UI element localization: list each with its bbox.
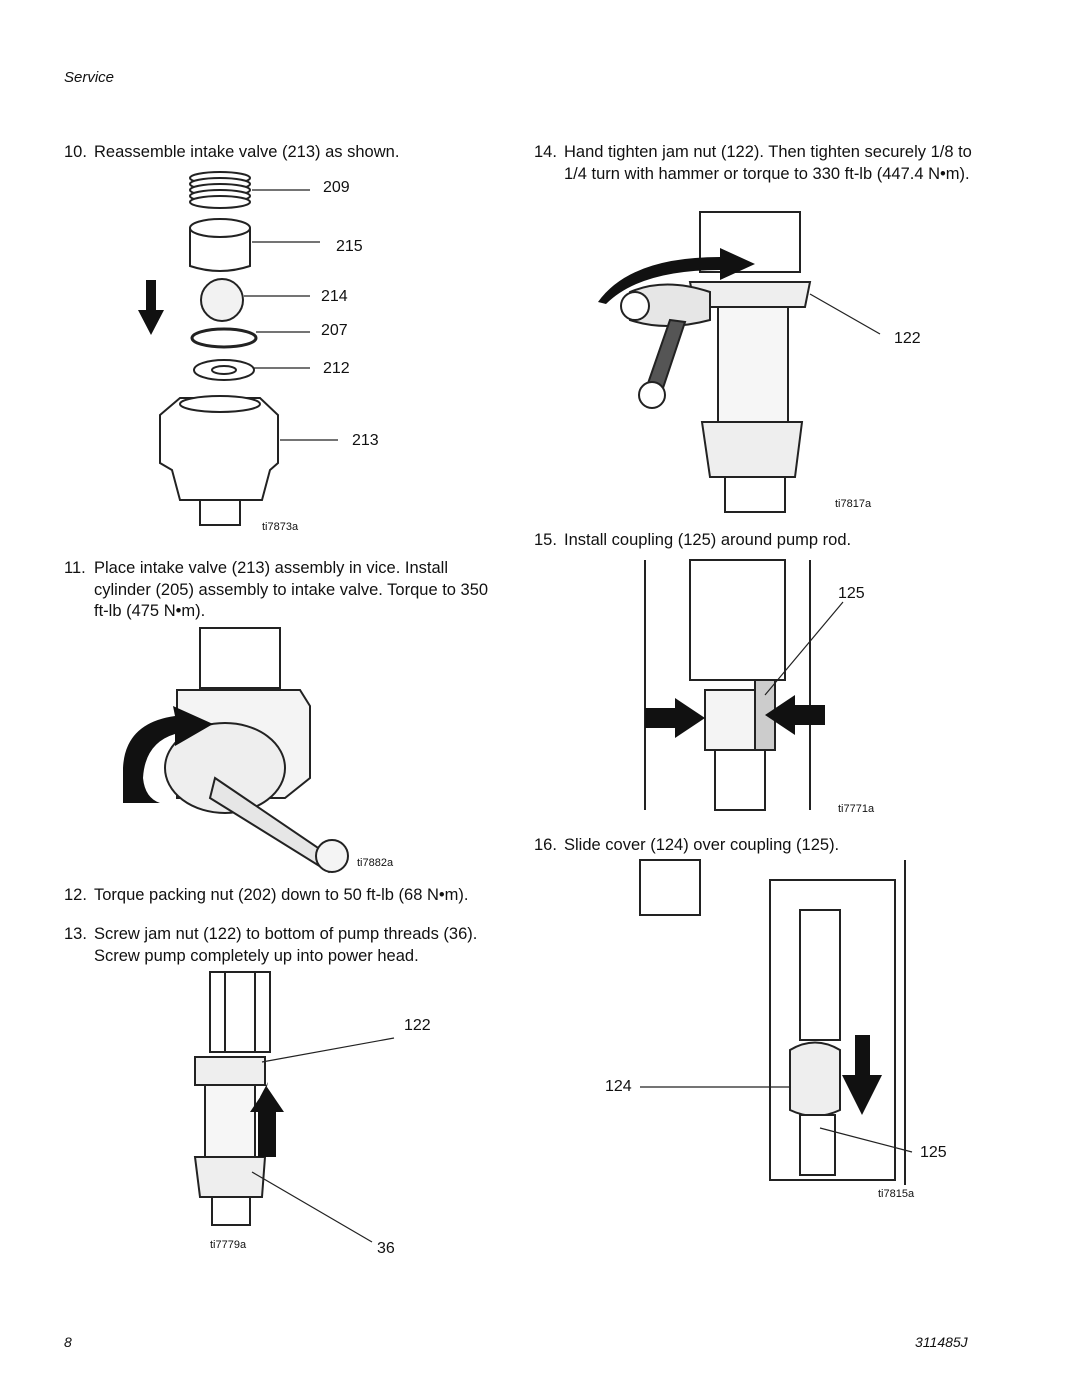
- step-14: 14. Hand tighten jam nut (122). Then tig…: [534, 142, 974, 185]
- step-number: 14.: [534, 143, 557, 161]
- step-text: Install coupling (125) around pump rod.: [564, 531, 852, 549]
- step-text: Slide cover (124) over coupling (125).: [564, 836, 840, 854]
- callout-122: 122: [404, 1017, 431, 1034]
- coupling-install-figure: [644, 559, 844, 811]
- callout-122: 122: [894, 330, 921, 347]
- step-number: 10.: [64, 143, 87, 161]
- callout-207: 207: [321, 322, 348, 339]
- torque-intake-valve-figure: [123, 627, 349, 874]
- figure-id: ti7817a: [835, 498, 872, 510]
- step-16: 16. Slide cover (124) over coupling (125…: [534, 835, 974, 857]
- step-15: 15. Install coupling (125) around pump r…: [534, 530, 974, 552]
- figure-id: ti7882a: [357, 857, 394, 869]
- intake-valve-exploded-figure: [138, 171, 338, 526]
- hammer-jam-nut-figure: [598, 211, 881, 513]
- step-number: 16.: [534, 836, 557, 854]
- step-number: 11.: [64, 559, 86, 577]
- step-13: 13. Screw jam nut (122) to bottom of pum…: [64, 924, 504, 967]
- cover-over-coupling-figure: [639, 859, 913, 1185]
- step-number: 13.: [64, 925, 87, 943]
- callout-125: 125: [838, 585, 865, 602]
- jam-nut-pump-figure: [193, 971, 395, 1243]
- callout-214: 214: [321, 288, 348, 305]
- callout-125: 125: [920, 1144, 947, 1161]
- figure-id: ti7771a: [838, 803, 875, 815]
- step-number: 15.: [534, 531, 557, 549]
- section-header: Service: [64, 69, 115, 86]
- step-text: Hand tighten jam nut (122). Then tighten…: [564, 143, 972, 183]
- callout-212: 212: [323, 360, 350, 377]
- step-text: Screw jam nut (122) to bottom of pump th…: [94, 925, 478, 965]
- step-10: 10. Reassemble intake valve (213) as sho…: [64, 142, 504, 164]
- callout-124: 124: [605, 1078, 632, 1095]
- step-12: 12. Torque packing nut (202) down to 50 …: [64, 885, 504, 907]
- figure-id: ti7815a: [878, 1188, 915, 1200]
- callout-213: 213: [352, 432, 379, 449]
- callout-36: 36: [377, 1240, 395, 1257]
- callout-209: 209: [323, 179, 350, 196]
- document-number: 311485J: [915, 1334, 968, 1350]
- step-text: Place intake valve (213) assembly in vic…: [94, 559, 489, 620]
- step-11: 11. Place intake valve (213) assembly in…: [64, 558, 504, 623]
- callout-215: 215: [336, 238, 363, 255]
- figure-id: ti7873a: [262, 521, 299, 533]
- figure-id: ti7779a: [210, 1239, 247, 1251]
- page-number: 8: [64, 1334, 72, 1350]
- step-text: Torque packing nut (202) down to 50 ft-l…: [94, 886, 469, 904]
- step-text: Reassemble intake valve (213) as shown.: [94, 143, 400, 161]
- step-number: 12.: [64, 886, 87, 904]
